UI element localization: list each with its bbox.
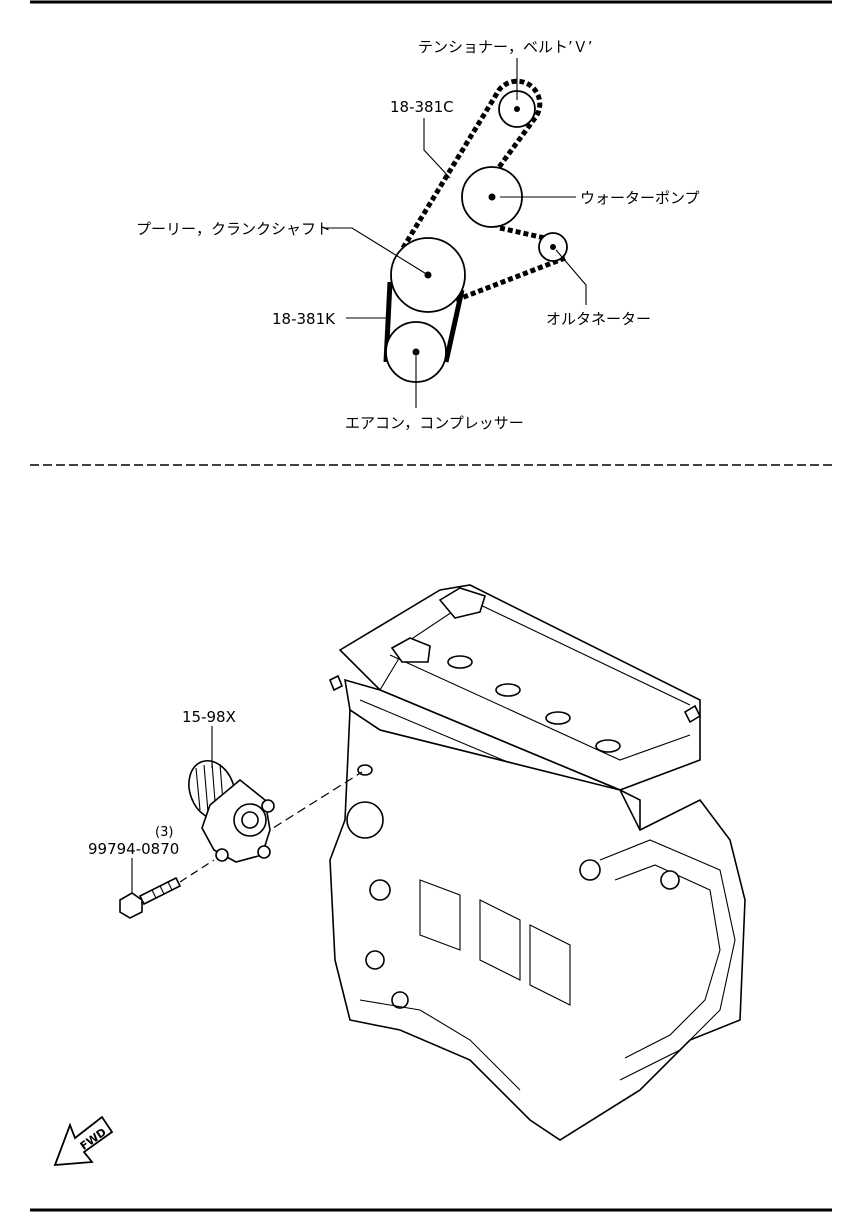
label-belt-c: 18-381C [390,98,454,116]
engine-block-illustration [328,584,746,1141]
label-99794-0870: 99794-0870 [88,840,179,858]
label-15-98x: 15-98X [182,708,236,726]
bolt-part [119,876,182,919]
water-pump-pulley-hub [488,193,496,201]
label-belt-k: 18-381K [272,310,336,328]
belt-routing-diagram: テンショナー，ベルト’Ｖ’ 18-381C ウォーターポンプ プーリー，クランク… [136,38,700,432]
assembly-guide-line [261,771,363,836]
leader-crank-pulley [326,227,429,276]
label-water-pump: ウォーターポンプ [580,189,700,207]
belt-tensioner-part [188,760,275,863]
label-bolt-qty: (3) [155,825,173,840]
belt-18-381c [400,78,566,303]
tensioner-pulley-hub [514,106,520,112]
bolt-guide-line [179,859,215,883]
ac-compressor-pulley-hub [412,348,420,356]
label-ac-compressor: エアコン，コンプレッサー [345,414,524,432]
leader-alternator [555,249,587,305]
label-tensioner: テンショナー，ベルト’Ｖ’ [418,38,593,56]
label-crank-pulley: プーリー，クランクシャフト [136,220,331,238]
alternator-pulley-hub [550,244,556,250]
label-alternator: オルタネーター [546,310,651,328]
leader-belt-c [423,118,451,179]
fwd-arrow-icon: FWD [53,1115,114,1167]
